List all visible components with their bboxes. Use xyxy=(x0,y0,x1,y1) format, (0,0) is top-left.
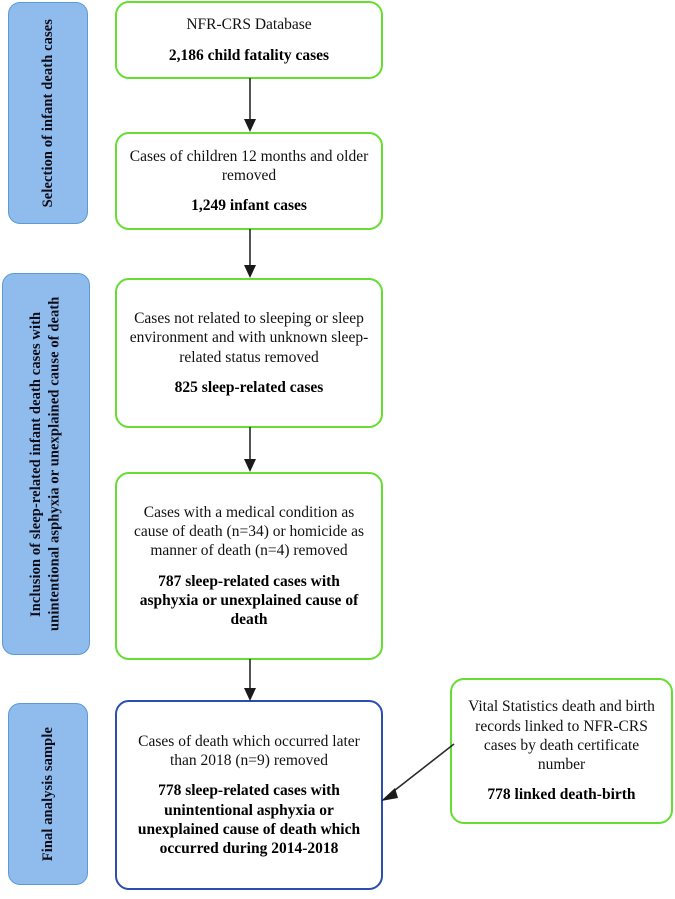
node-count: 2,186 child fatality cases xyxy=(168,46,330,64)
node-description: Cases not related to sleeping or sleep e… xyxy=(129,310,369,366)
node-count: 787 sleep-related cases with asphyxia or… xyxy=(139,572,359,628)
node-remove-non-sleep-related: Cases not related to sleeping or sleep e… xyxy=(115,278,383,428)
stage-label: Inclusion of sleep-related infant death … xyxy=(28,296,63,632)
spacer xyxy=(249,35,250,46)
spacer xyxy=(249,367,250,378)
node-count: 1,249 infant cases xyxy=(191,197,307,215)
node-vital-statistics-linkage: Vital Statistics death and birth records… xyxy=(450,678,673,824)
node-description: Vital Statistics death and birth records… xyxy=(468,698,655,774)
node-count: 778 linked death-birth xyxy=(487,786,636,804)
stage-label: Final analysis sample xyxy=(39,726,56,862)
arrow-remove-non-sleep-related-to-remove-medical-homicide xyxy=(244,427,256,472)
stage-label: Selection of infant death cases xyxy=(39,18,56,208)
node-database: NFR-CRS Database 2,186 child fatality ca… xyxy=(115,1,383,79)
arrow-vital-statistics-linkage-to-final-sample xyxy=(381,743,455,801)
node-remove-older-children: Cases of children 12 months and older re… xyxy=(115,132,383,230)
node-description: Cases of death which occurred later than… xyxy=(138,732,360,770)
stage-inclusion-of-sleep-related-cases: Inclusion of sleep-related infant death … xyxy=(2,273,90,655)
node-final-sample: Cases of death which occurred later than… xyxy=(115,700,383,890)
spacer xyxy=(249,770,250,781)
spacer xyxy=(249,561,250,572)
arrow-remove-older-children-to-remove-non-sleep-related xyxy=(244,229,256,278)
stage-selection-of-infant-death-cases: Selection of infant death cases xyxy=(8,2,88,224)
node-count: 825 sleep-related cases xyxy=(174,378,324,396)
arrow-database-to-remove-older-children xyxy=(244,78,256,132)
node-description: Cases of children 12 months and older re… xyxy=(129,147,369,184)
node-remove-medical-homicide: Cases with a medical condition as cause … xyxy=(115,472,383,660)
spacer xyxy=(561,774,562,785)
stage-final-analysis-sample: Final analysis sample xyxy=(8,703,88,885)
spacer xyxy=(249,185,250,196)
node-count: 778 sleep-related cases with unintention… xyxy=(137,782,361,857)
node-description: Cases with a medical condition as cause … xyxy=(134,503,364,560)
arrow-remove-medical-homicide-to-final-sample xyxy=(244,659,256,701)
node-description: NFR-CRS Database xyxy=(186,16,312,34)
